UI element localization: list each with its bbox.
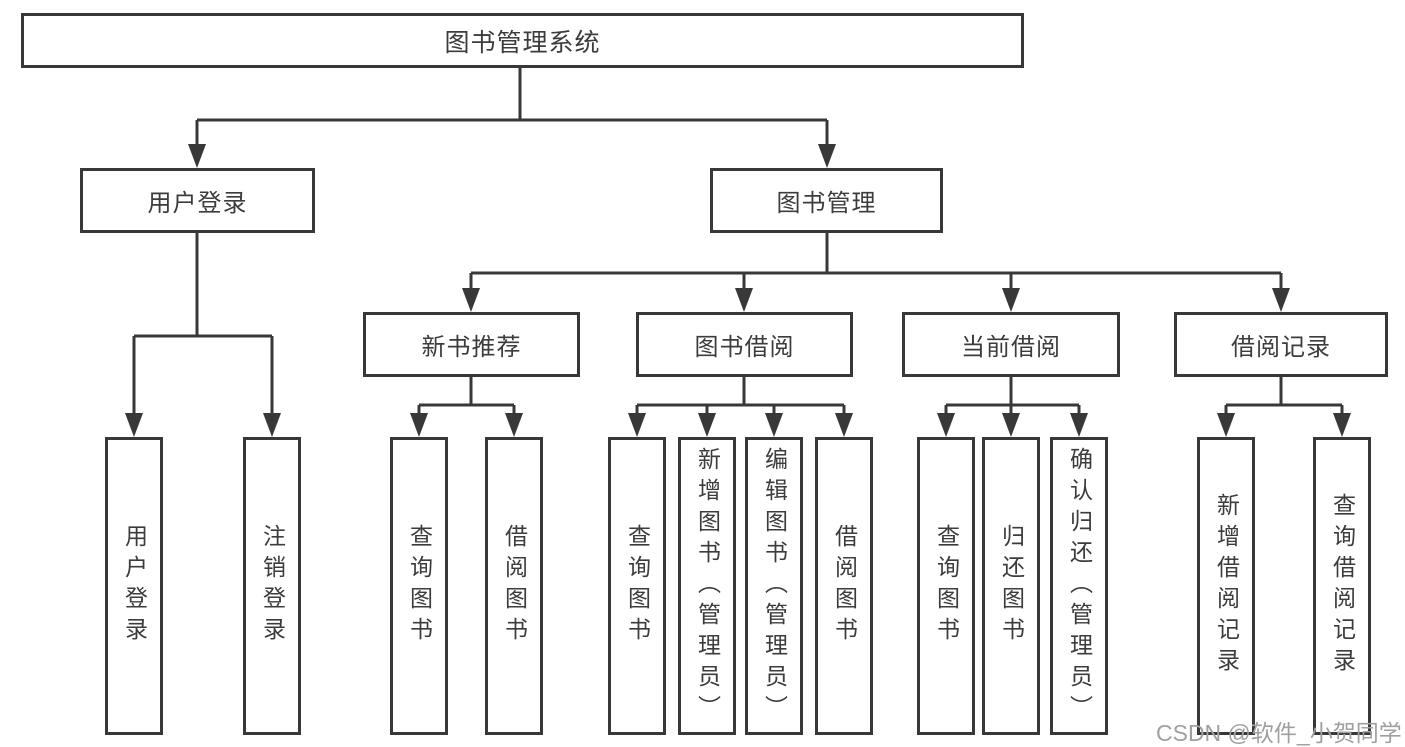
leaf-edit-books-admin-label: 编辑图书（管理员） xyxy=(761,446,788,726)
leaf-borrow-books-borrowing-label: 借阅图书 xyxy=(831,524,858,648)
connector-root-to-level2 xyxy=(188,68,836,168)
leaf-add-books-admin-label: 新增图书（管理员） xyxy=(694,446,721,726)
leaf-return-books-label: 归还图书 xyxy=(998,524,1025,648)
leaf-add-borrow-record-label: 新增借阅记录 xyxy=(1213,493,1240,679)
connector-borrowing-records-to-leaves xyxy=(1217,377,1351,437)
leaf-add-borrow-record: 新增借阅记录 xyxy=(1197,437,1255,735)
node-user-login-label: 用户登录 xyxy=(147,190,248,217)
leaf-user-login: 用户登录 xyxy=(105,437,163,735)
leaf-query-borrow-record-label: 查询借阅记录 xyxy=(1329,493,1356,679)
leaf-query-books-recommend: 查询图书 xyxy=(390,437,448,735)
node-book-management-label: 图书管理 xyxy=(776,190,877,217)
connector-new-book-recommend-to-leaves xyxy=(410,377,523,437)
leaf-borrow-books-recommend: 借阅图书 xyxy=(485,437,543,735)
leaf-confirm-return-admin-label: 确认归还（管理员） xyxy=(1066,446,1093,726)
leaf-query-borrow-record: 查询借阅记录 xyxy=(1313,437,1371,735)
node-book-borrowing: 图书借阅 xyxy=(636,312,853,377)
node-new-book-recommend: 新书推荐 xyxy=(363,312,580,377)
node-borrowing-records-label: 借阅记录 xyxy=(1231,334,1331,361)
leaf-confirm-return-admin: 确认归还（管理员） xyxy=(1050,437,1108,735)
connector-book-management-to-level3 xyxy=(462,233,1290,312)
leaf-borrow-books-borrowing: 借阅图书 xyxy=(815,437,873,735)
leaf-query-books-recommend-label: 查询图书 xyxy=(406,524,433,648)
leaf-query-books-current-label: 查询图书 xyxy=(933,524,960,648)
leaf-logout-label: 注销登录 xyxy=(259,524,286,648)
leaf-query-books-borrowing-label: 查询图书 xyxy=(624,524,651,648)
leaf-user-login-label: 用户登录 xyxy=(121,524,148,648)
connector-book-borrowing-to-leaves xyxy=(628,377,853,437)
csdn-watermark: CSDN @软件_小贺同学 xyxy=(1156,720,1402,746)
connector-current-borrowing-to-leaves xyxy=(937,377,1088,437)
node-book-management: 图书管理 xyxy=(710,168,943,233)
node-new-book-recommend-label: 新书推荐 xyxy=(421,334,522,361)
node-book-borrowing-label: 图书借阅 xyxy=(694,334,795,361)
leaf-query-books-borrowing: 查询图书 xyxy=(608,437,666,735)
connector-user-login-to-leaves xyxy=(125,233,281,437)
node-current-borrowing-label: 当前借阅 xyxy=(961,334,1061,361)
root-node-library-management-system: 图书管理系统 xyxy=(21,13,1024,68)
node-user-login: 用户登录 xyxy=(80,168,315,233)
leaf-return-books: 归还图书 xyxy=(982,437,1040,735)
leaf-query-books-current: 查询图书 xyxy=(917,437,975,735)
leaf-add-books-admin: 新增图书（管理员） xyxy=(678,437,736,735)
root-node-label: 图书管理系统 xyxy=(444,28,601,57)
leaf-borrow-books-recommend-label: 借阅图书 xyxy=(501,524,528,648)
node-borrowing-records: 借阅记录 xyxy=(1174,312,1388,377)
node-current-borrowing: 当前借阅 xyxy=(902,312,1120,377)
leaf-logout: 注销登录 xyxy=(243,437,301,735)
leaf-edit-books-admin: 编辑图书（管理员） xyxy=(745,437,803,735)
